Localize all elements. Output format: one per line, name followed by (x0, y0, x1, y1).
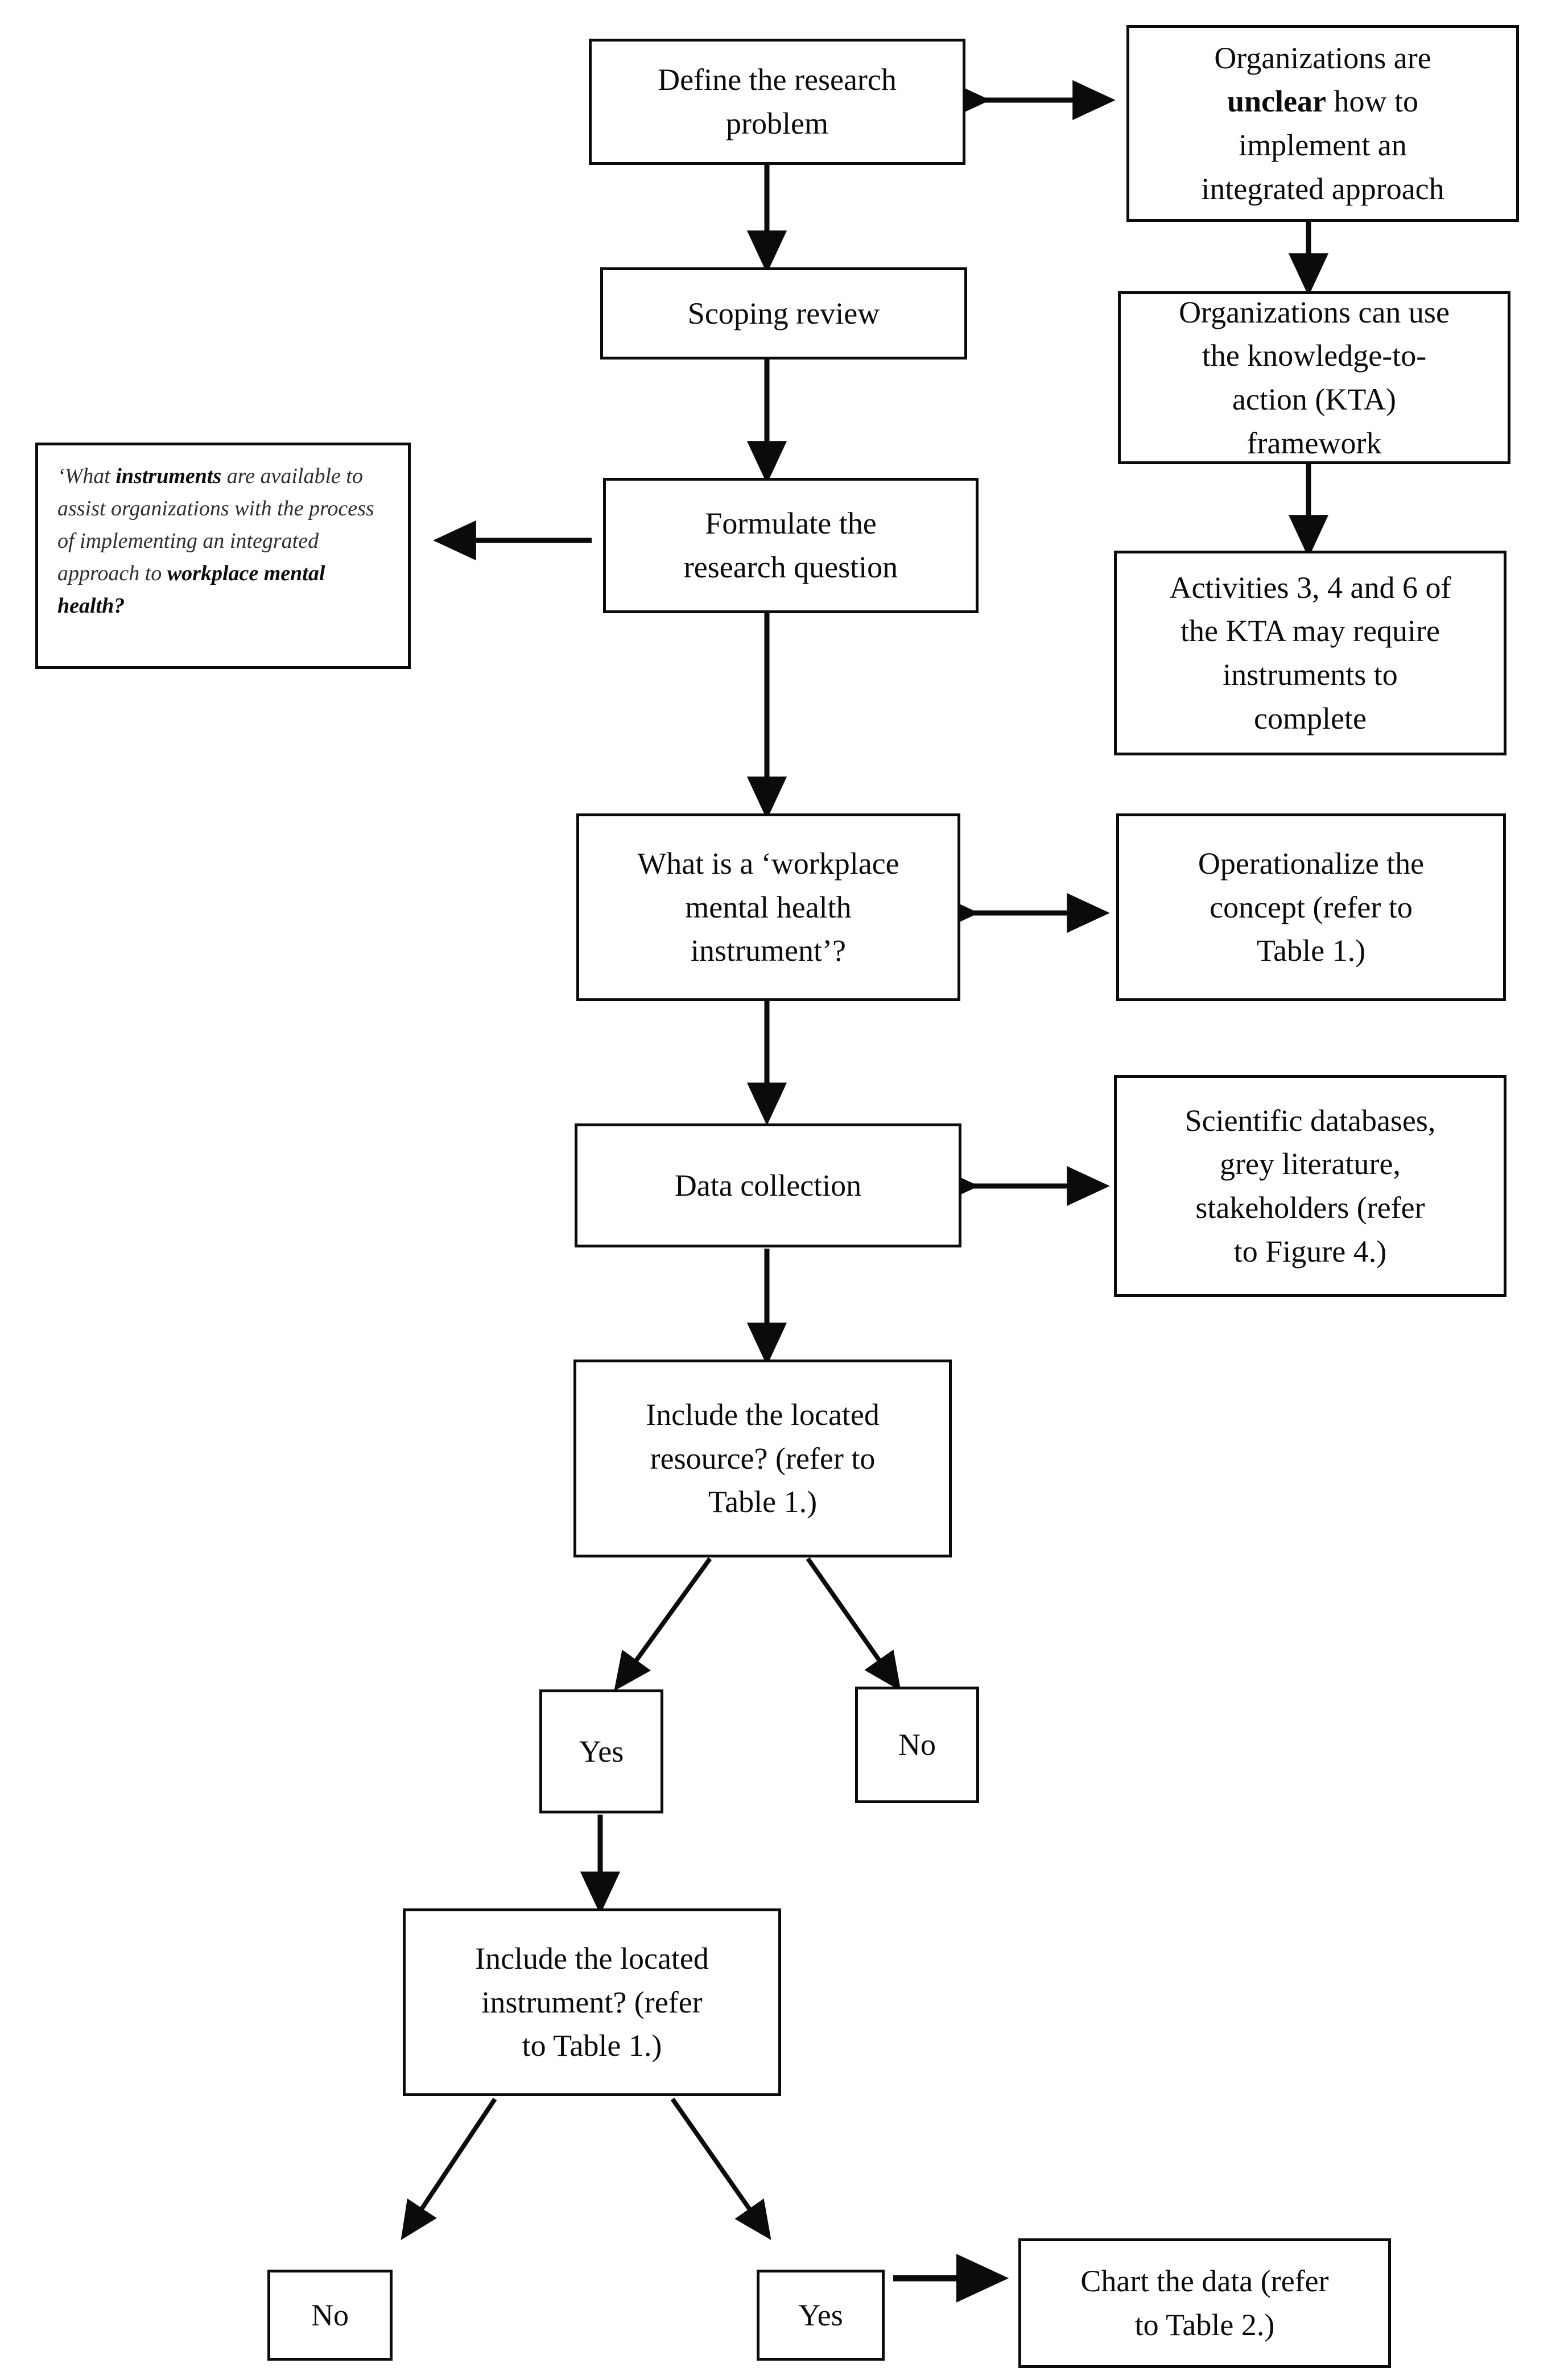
node-organizations-kta-framework-label: Organizations can use the knowledge-to- … (1179, 295, 1450, 460)
node-include-located-instrument[interactable]: Include the located instrument? (refer t… (403, 1908, 781, 2096)
node-instrument-no-label: No (311, 2298, 349, 2332)
node-include-located-resource[interactable]: Include the located resource? (refer to … (573, 1360, 952, 1557)
node-resource-no[interactable]: No (855, 1687, 979, 1803)
node-resource-yes-label: Yes (579, 1734, 624, 1769)
node-what-is-workplace-mental-health-instrument[interactable]: What is a ‘workplace mental health instr… (576, 813, 960, 1001)
node-instrument-no[interactable]: No (267, 2270, 393, 2361)
node-formulate-research-question-label: Formulate the research question (683, 506, 898, 584)
orgs-unclear-post: how to implement an integrated approach (1201, 84, 1444, 206)
node-resource-no-label: No (898, 1728, 936, 1762)
orgs-unclear-pre: Organizations are (1214, 40, 1431, 75)
note-research-question: ‘What instruments are available to assis… (35, 443, 411, 669)
orgs-unclear-emphasis: unclear (1227, 84, 1326, 119)
node-organizations-unclear[interactable]: Organizations are unclear how to impleme… (1126, 25, 1519, 222)
node-instrument-yes[interactable]: Yes (757, 2270, 885, 2361)
node-include-located-instrument-label: Include the located instrument? (refer t… (475, 1941, 709, 2063)
connector-include-instrument-to-no (401, 2097, 497, 2240)
connector-include-resource-to-no (806, 1557, 901, 1691)
node-instrument-yes-label: Yes (798, 2298, 843, 2332)
node-kta-activities-label: Activities 3, 4 and 6 of the KTA may req… (1169, 570, 1451, 736)
node-scoping-review-label: Scoping review (687, 296, 880, 330)
node-chart-the-data[interactable]: Chart the data (refer to Table 2.) (1018, 2238, 1391, 2368)
node-what-is-workplace-mental-health-instrument-label: What is a ‘workplace mental health instr… (637, 846, 899, 968)
node-operationalize-concept-label: Operationalize the concept (refer to Tab… (1198, 846, 1425, 968)
node-chart-the-data-label: Chart the data (refer to Table 2.) (1080, 2264, 1329, 2342)
node-scoping-review[interactable]: Scoping review (600, 267, 967, 360)
node-formulate-research-question[interactable]: Formulate the research question (603, 478, 979, 613)
node-define-research-problem-label: Define the research problem (658, 63, 897, 141)
node-resource-yes[interactable]: Yes (539, 1689, 663, 1813)
connector-include-instrument-to-yes (670, 2097, 771, 2240)
node-organizations-unclear-label: Organizations are unclear how to impleme… (1129, 36, 1516, 211)
note-research-question-text: ‘What instruments are available to assis… (57, 464, 374, 618)
node-include-located-resource-label: Include the located resource? (refer to … (646, 1397, 880, 1519)
node-data-collection-label: Data collection (674, 1168, 862, 1203)
node-data-sources-label: Scientific databases, grey literature, s… (1184, 1103, 1436, 1268)
node-data-sources[interactable]: Scientific databases, grey literature, s… (1114, 1075, 1506, 1297)
node-define-research-problem[interactable]: Define the research problem (589, 39, 965, 165)
node-organizations-kta-framework[interactable]: Organizations can use the knowledge-to- … (1118, 291, 1510, 464)
node-operationalize-concept[interactable]: Operationalize the concept (refer to Tab… (1116, 813, 1506, 1001)
node-kta-activities[interactable]: Activities 3, 4 and 6 of the KTA may req… (1114, 551, 1506, 755)
connector-include-resource-to-yes (614, 1557, 712, 1691)
node-data-collection[interactable]: Data collection (575, 1123, 961, 1247)
